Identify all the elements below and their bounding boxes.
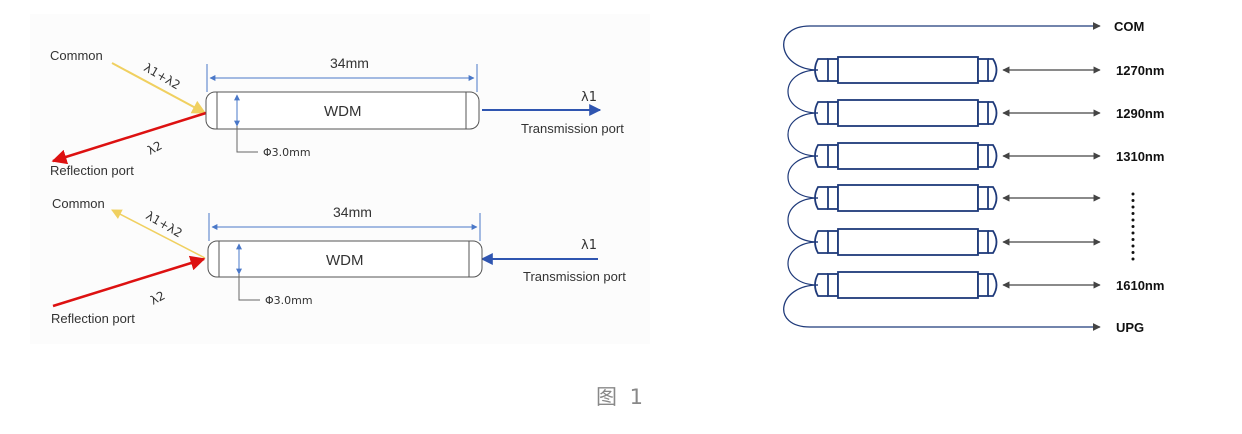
common-arrow xyxy=(111,209,206,259)
fiber-loop xyxy=(787,69,819,114)
fiber-loop xyxy=(787,197,819,243)
channel-label: 1310nm xyxy=(1116,149,1164,164)
filter-body xyxy=(837,56,979,84)
device-label: WDM xyxy=(324,103,362,120)
filter-stage: 1310nm xyxy=(787,142,1164,199)
common-signal-label: λ1+λ2 xyxy=(142,60,183,92)
diameter-label: Φ3.0mm xyxy=(263,146,311,159)
ellipsis-dot xyxy=(1131,199,1135,202)
reflection-signal-label: λ2 xyxy=(148,288,168,307)
ellipsis-dot xyxy=(1131,205,1135,209)
filter-body xyxy=(837,99,979,127)
diameter-leader xyxy=(238,274,260,301)
wdm-device-body xyxy=(207,240,483,278)
filter-body xyxy=(837,184,979,212)
wdm-bottom: Common λ1+λ2 34mm WDM Φ3.0mm λ2 Reflecti… xyxy=(51,196,626,326)
reflection-arrow xyxy=(52,255,206,308)
common-label: Common xyxy=(52,196,105,211)
ferrule-right-cap xyxy=(988,186,998,210)
figure-caption: 图 1 xyxy=(596,385,646,409)
ferrule-left xyxy=(827,58,839,82)
ellipsis-dot xyxy=(1131,238,1135,241)
ferrule-left xyxy=(827,144,839,168)
upg-fiber xyxy=(783,284,1101,331)
reflection-signal-label: λ2 xyxy=(145,138,165,157)
ferrule-right xyxy=(977,186,989,210)
common-label: Common xyxy=(50,48,103,63)
ellipsis-dot xyxy=(1131,225,1135,228)
ferrule-right-cap xyxy=(988,144,998,168)
ferrule-left xyxy=(827,273,839,297)
reflection-port-label: Reflection port xyxy=(51,311,135,326)
ferrule-right xyxy=(977,230,989,254)
ellipsis-dot xyxy=(1131,251,1135,254)
filter-stage xyxy=(787,184,1101,243)
common-signal-label: λ1+λ2 xyxy=(144,208,185,240)
ferrule-right xyxy=(977,273,989,297)
wdm-diagram-panel xyxy=(30,14,650,344)
ferrule-left xyxy=(827,186,839,210)
reflection-arrow xyxy=(51,111,207,165)
diameter-label: Φ3.0mm xyxy=(265,294,313,307)
filter-stage: 1610nm xyxy=(814,271,1164,299)
length-label: 34mm xyxy=(333,204,372,220)
filter-body xyxy=(837,271,979,299)
vertical-ellipsis xyxy=(1131,192,1135,261)
com-fiber xyxy=(783,22,1101,71)
length-label: 34mm xyxy=(330,55,369,71)
channel-label: 1610nm xyxy=(1116,278,1164,293)
filter-body xyxy=(837,142,979,170)
ferrule-right xyxy=(977,58,989,82)
filter-stage xyxy=(787,228,1101,286)
common-arrow xyxy=(111,62,207,114)
upg-label: UPG xyxy=(1116,320,1144,335)
com-label: COM xyxy=(1114,19,1144,34)
ferrule-right-cap xyxy=(988,101,998,125)
ferrule-left xyxy=(827,230,839,254)
ferrule-right-cap xyxy=(988,273,998,297)
channel-label: 1290nm xyxy=(1116,106,1164,121)
fiber-loop xyxy=(787,155,819,199)
ferrule-right xyxy=(977,144,989,168)
ellipsis-dot xyxy=(1131,218,1135,222)
device-label: WDM xyxy=(326,252,364,269)
ellipsis-dot xyxy=(1131,231,1135,235)
transmission-signal-label: λ1 xyxy=(581,238,597,253)
fiber-loop xyxy=(787,112,819,157)
ellipsis-dot xyxy=(1131,244,1135,248)
cascade-stages: 1270nm 1290nm 1310nm 1610nm xyxy=(787,56,1164,299)
filter-stage: 1290nm xyxy=(787,99,1164,157)
wdm-device-body xyxy=(205,91,480,130)
cascade-diagram: 1270nm 1290nm 1310nm 1610nm COM UPG xyxy=(783,19,1164,335)
transmission-signal-label: λ1 xyxy=(581,90,597,105)
filter-stage: 1270nm xyxy=(787,56,1164,114)
diameter-leader xyxy=(236,126,258,153)
ferrule-right-cap xyxy=(988,58,998,82)
ellipsis-dot xyxy=(1131,212,1135,215)
ferrule-left xyxy=(827,101,839,125)
wdm-top: Common λ1+λ2 34mm WDM Φ3.0mm λ2 Reflecti… xyxy=(50,48,624,178)
filter-body xyxy=(837,228,979,256)
channel-label: 1270nm xyxy=(1116,63,1164,78)
ferrule-right xyxy=(977,101,989,125)
ferrule-right-cap xyxy=(988,230,998,254)
ellipsis-dot xyxy=(1131,192,1135,196)
ellipsis-dot xyxy=(1131,257,1135,261)
transmission-port-label: Transmission port xyxy=(521,121,624,136)
fiber-loop xyxy=(787,241,819,286)
transmission-port-label: Transmission port xyxy=(523,269,626,284)
reflection-port-label: Reflection port xyxy=(50,163,134,178)
